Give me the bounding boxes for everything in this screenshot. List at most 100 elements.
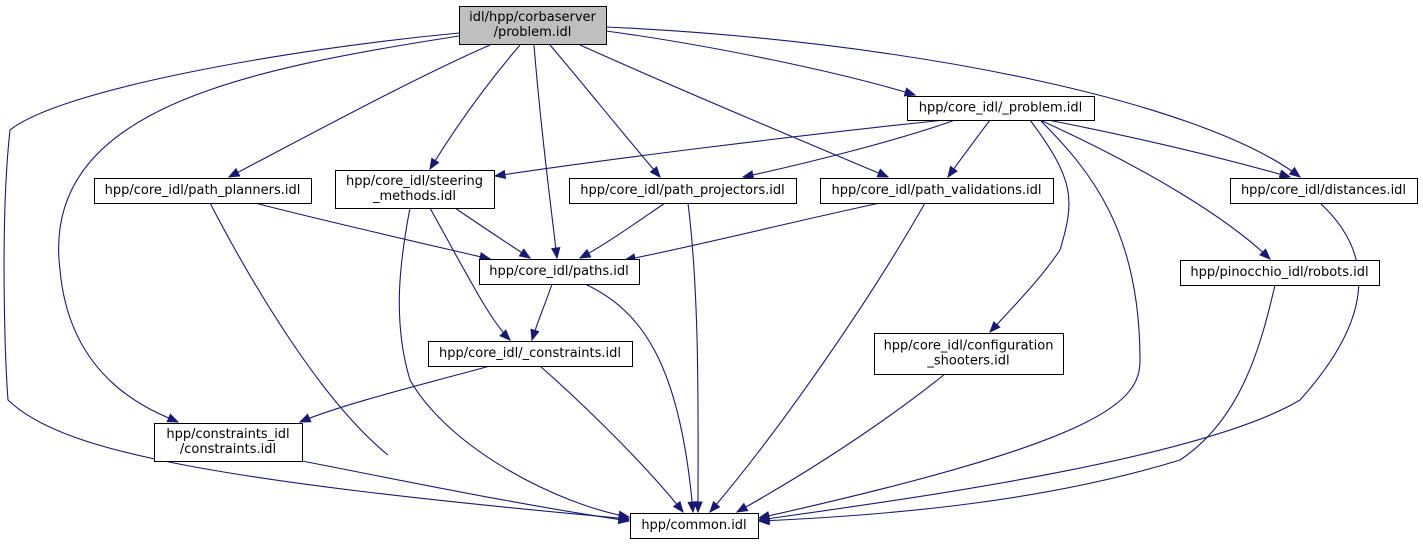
edge-line <box>1039 119 1271 260</box>
node-config-shooters[interactable]: hpp/core_idl/configuration_shooters.idl <box>874 333 1064 375</box>
node-label: hpp/core_idl/distances.idl <box>1241 183 1406 198</box>
edge-line <box>989 119 1070 333</box>
edge-line <box>579 202 666 259</box>
arrowhead <box>578 248 592 259</box>
arrowhead <box>298 413 312 423</box>
node-label: _methods.idl <box>372 189 456 204</box>
edge-line <box>758 119 1141 519</box>
arrowhead <box>166 413 180 423</box>
edge-path_validations-to-common <box>709 202 926 514</box>
arrowhead <box>617 514 631 525</box>
node-label: _shooters.idl <box>926 354 1009 369</box>
edge-line <box>454 207 531 259</box>
edge-paths-to-core_constraints <box>530 283 553 342</box>
edge-problem-to-path_validations <box>579 44 890 178</box>
edge-problem-to-constraints_idl <box>58 35 460 423</box>
node-problem[interactable]: idl/hpp/corbaserver/problem.idl <box>459 6 607 45</box>
arrowhead <box>649 165 661 179</box>
node-box <box>335 170 495 209</box>
arrowhead <box>947 165 958 179</box>
edge-line <box>301 460 630 522</box>
node-constraints-idl[interactable]: hpp/constraints_idl/constraints.idl <box>154 423 303 462</box>
node-label: hpp/common.idl <box>641 518 746 533</box>
node-layer: idl/hpp/corbaserver/problem.idl hpp/core_… <box>94 6 1418 539</box>
edge-path_projectors-to-paths <box>578 202 666 259</box>
node-box <box>569 178 797 204</box>
node-label: hpp/core_idl/paths.idl <box>489 264 629 279</box>
arrowhead <box>499 329 511 341</box>
edge-line <box>605 30 916 96</box>
edge-line <box>709 202 926 513</box>
node-label: hpp/core_idl/configuration <box>884 339 1054 354</box>
edge-line <box>3 32 630 520</box>
arrowhead <box>687 501 697 514</box>
edge-line <box>429 44 521 170</box>
node-path-planners[interactable]: hpp/core_idl/path_planners.idl <box>94 178 312 204</box>
arrowhead <box>518 248 532 259</box>
node-paths[interactable]: hpp/core_idl/paths.idl <box>479 259 640 285</box>
arrowhead <box>429 157 440 171</box>
node-box <box>1230 178 1418 204</box>
edge-line <box>947 119 991 178</box>
node-box <box>94 178 312 204</box>
edge-path_validations-to-paths <box>623 202 881 263</box>
edge-problem-to-steering <box>429 44 521 171</box>
edge-line <box>254 202 491 260</box>
edge-line <box>584 283 694 513</box>
node-common[interactable]: hpp/common.idl <box>630 513 759 539</box>
edge-line <box>494 119 946 177</box>
edge-problem-to-path_planners <box>227 44 491 178</box>
node-label: hpp/pinocchio_idl/robots.idl <box>1190 265 1368 280</box>
edge-layer <box>3 26 1360 526</box>
edge-config_shooters-to-common <box>735 373 946 513</box>
edge-steering-to-core_constraints <box>429 207 511 341</box>
edge-line <box>758 284 1276 522</box>
edge-core_problem-to-config_shooters <box>989 119 1070 333</box>
arrowhead <box>735 502 749 513</box>
arrowhead <box>741 170 755 180</box>
node-path-projectors[interactable]: hpp/core_idl/path_projectors.idl <box>569 178 797 204</box>
node-label: /problem.idl <box>494 25 572 40</box>
node-path-validations[interactable]: hpp/core_idl/path_validations.idl <box>820 178 1054 204</box>
edge-constraints_idl-to-common <box>301 460 631 525</box>
edge-robots-to-common <box>757 284 1276 526</box>
node-box <box>630 513 759 539</box>
edge-line <box>579 44 889 178</box>
arrowhead <box>672 500 684 514</box>
edge-line <box>736 373 946 513</box>
arrowhead <box>1259 248 1271 260</box>
edge-line <box>533 44 558 259</box>
node-distances[interactable]: hpp/core_idl/distances.idl <box>1230 178 1418 204</box>
edge-problem-to-paths <box>533 44 561 260</box>
arrowhead <box>989 321 1001 333</box>
node-box <box>479 259 640 285</box>
edge-line <box>605 26 1301 178</box>
node-box <box>907 96 1095 121</box>
node-label: idl/hpp/corbaserver <box>469 10 596 25</box>
node-label: hpp/core_idl/_problem.idl <box>919 101 1083 116</box>
node-label: hpp/core_idl/path_projectors.idl <box>580 183 785 198</box>
arrowhead <box>1278 169 1292 179</box>
node-core-problem[interactable]: hpp/core_idl/_problem.idl <box>907 96 1095 121</box>
node-box <box>459 6 607 45</box>
edge-core_problem-to-path_validations <box>947 119 991 179</box>
node-steering[interactable]: hpp/core_idl/steering_methods.idl <box>335 170 495 209</box>
arrowhead <box>227 167 241 178</box>
node-box <box>154 423 303 462</box>
node-box <box>874 333 1064 375</box>
node-core-constraints[interactable]: hpp/core_idl/_constraints.idl <box>428 341 633 367</box>
node-box <box>820 178 1054 204</box>
edge-problem-to-distances <box>605 26 1302 178</box>
arrowhead <box>530 328 540 342</box>
node-box <box>1180 260 1380 286</box>
node-robots[interactable]: hpp/pinocchio_idl/robots.idl <box>1180 260 1380 286</box>
edge-line <box>624 202 881 261</box>
edge-problem-to-core_problem <box>605 30 917 97</box>
edge-problem-to-path_projectors <box>549 44 661 179</box>
edge-line <box>1047 119 1291 178</box>
node-label: hpp/core_idl/path_validations.idl <box>831 183 1041 198</box>
edge-line <box>742 119 956 178</box>
edge-path_projectors-to-common <box>687 202 703 514</box>
arrowhead <box>493 169 507 180</box>
